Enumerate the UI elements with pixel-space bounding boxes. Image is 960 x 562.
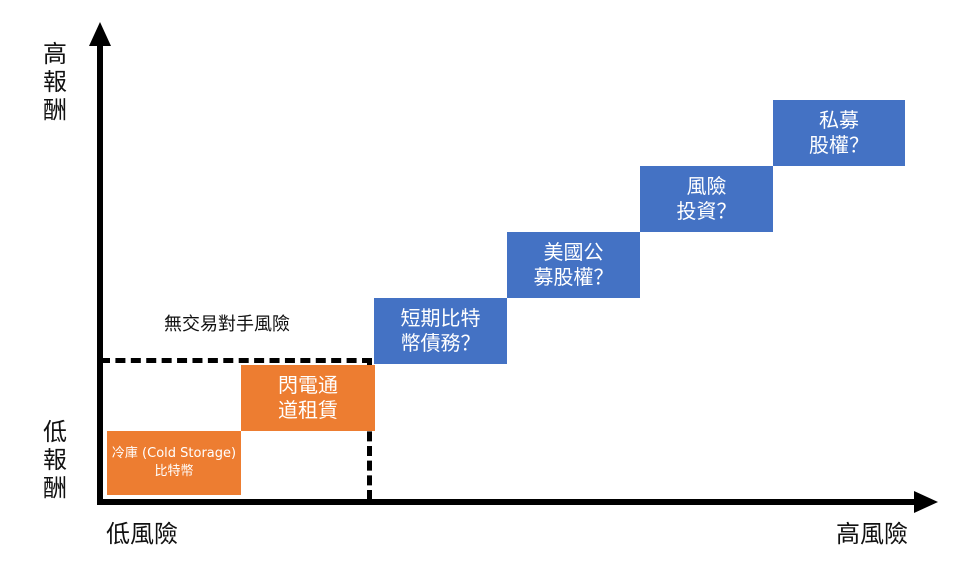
- step-us-public-equity: 美國公 募股權？: [507, 232, 640, 298]
- x-axis-arrow: [914, 491, 938, 513]
- y-axis-arrow: [89, 22, 111, 46]
- x-axis-high-label: 高風險: [836, 520, 908, 548]
- y-axis-high-label: 高 報 酬: [43, 40, 67, 124]
- y-axis-low-label: 低 報 酬: [43, 418, 67, 502]
- step-cold-storage-bitcoin: 冷庫 (Cold Storage) 比特幣: [107, 431, 241, 495]
- step-venture-capital: 風險 投資？: [640, 166, 773, 232]
- step-lightning-channel-leasing: 閃電通 道租賃: [241, 365, 375, 431]
- step-private-equity: 私募 股權？: [773, 100, 905, 166]
- step-short-term-bitcoin-debt: 短期比特 幣債務？: [374, 298, 507, 364]
- no-counterparty-risk-label: 無交易對手風險: [164, 314, 290, 335]
- x-axis-low-label: 低風險: [106, 520, 178, 548]
